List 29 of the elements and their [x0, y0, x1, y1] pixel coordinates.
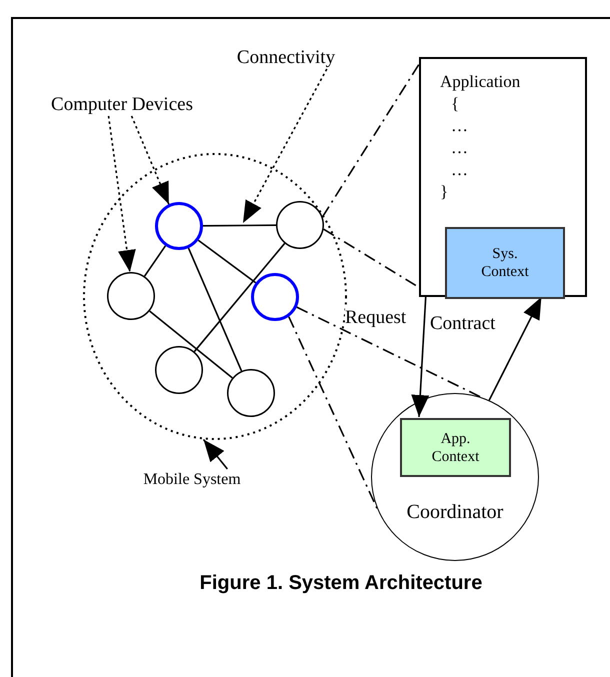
edge-label: Request	[345, 307, 406, 329]
projection-line	[296, 306, 482, 398]
link-line	[188, 248, 242, 372]
node-label: Coordinator	[406, 500, 504, 524]
arrow	[242, 68, 328, 224]
code-line: {	[450, 93, 460, 115]
code-line: Application	[440, 71, 520, 93]
annotation-label: Computer Devices	[26, 92, 218, 116]
arrow	[411, 296, 430, 418]
code-line: }	[440, 181, 448, 203]
code-line: …	[450, 137, 468, 159]
context-box: Sys. Context	[445, 227, 565, 299]
figure-caption: Figure 1. System Architecture	[200, 571, 482, 596]
projection-line	[322, 64, 420, 218]
arrow	[108, 116, 136, 272]
link-line	[144, 245, 166, 277]
arrow	[202, 438, 228, 470]
link-line	[149, 310, 233, 379]
code-line: …	[450, 159, 468, 181]
arrow	[130, 116, 170, 205]
link-line	[198, 240, 256, 284]
annotation-label: Mobile System	[124, 469, 260, 491]
link-line	[194, 242, 286, 352]
context-box: App. Context	[400, 418, 511, 477]
annotation-label: Connectivity	[218, 45, 354, 69]
arrow	[488, 296, 542, 401]
link-line	[203, 224, 276, 227]
code-line: …	[450, 115, 468, 137]
code-box	[419, 57, 587, 297]
